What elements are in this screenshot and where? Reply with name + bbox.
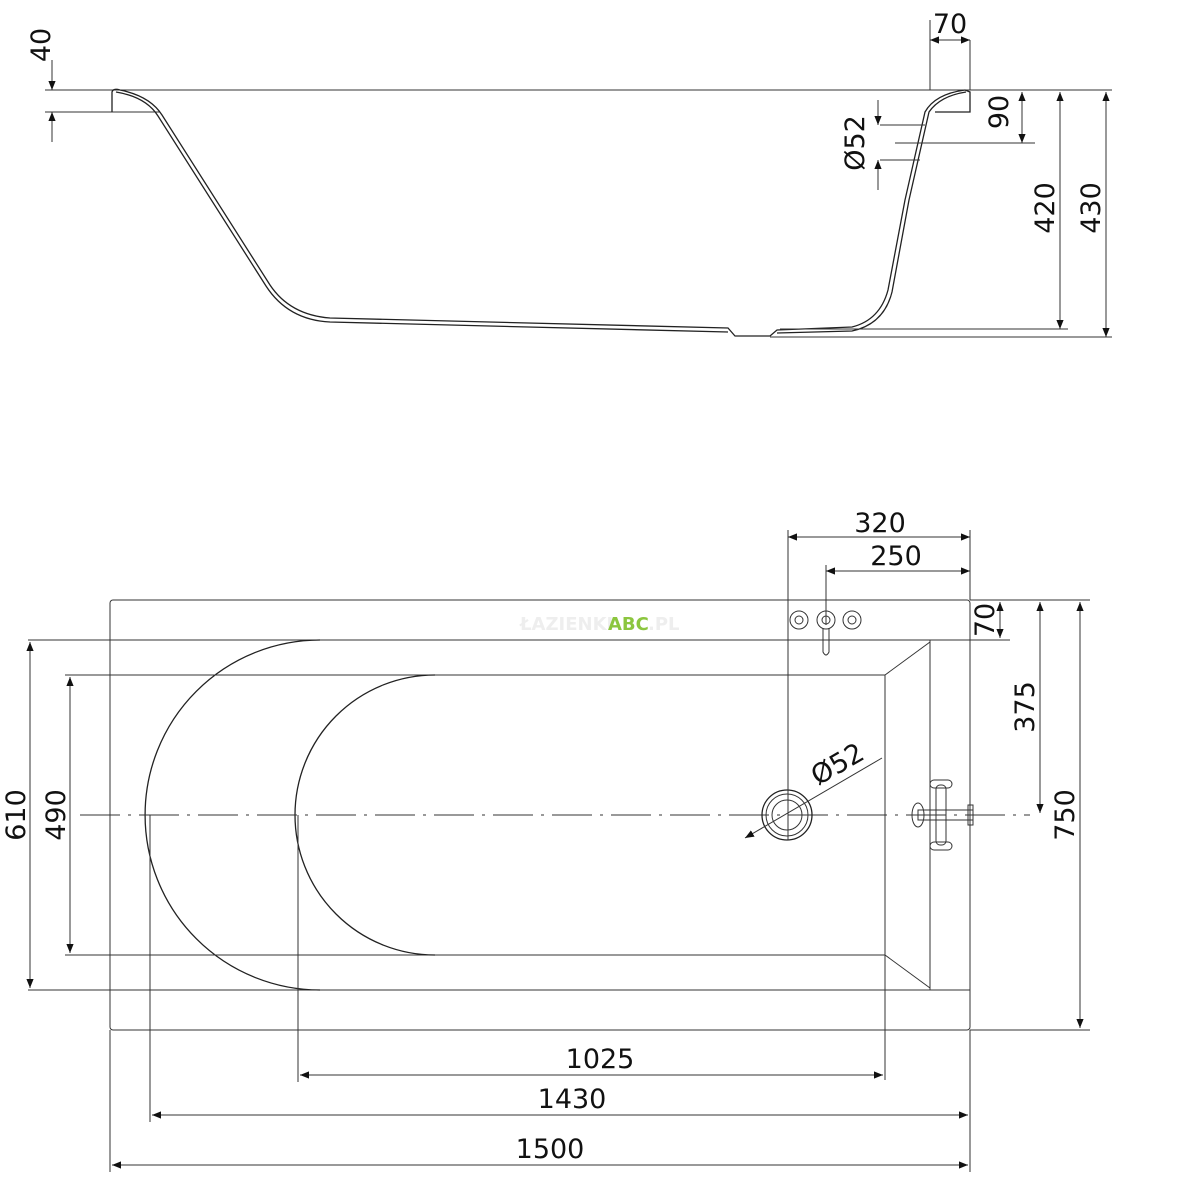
dim-label: 70 [933,9,967,40]
corner-line [884,641,931,676]
dim-label: 420 [1030,182,1061,234]
dim-label: 320 [854,508,906,539]
plan-view: ŁAZIENKI ABC .PL Ø52 [1,508,1090,1172]
dim-label: 1025 [566,1044,635,1075]
side-view: 70 40 Ø52 90 420 430 [26,9,1112,338]
dim-label: 750 [1050,789,1081,841]
watermark-prefix: ŁAZIENKI [519,614,613,635]
dim-label: 610 [1,789,32,841]
dim-label: Ø52 [840,115,871,171]
corner-line [884,954,931,989]
dim-label: 430 [1076,182,1107,234]
tub-profile-inner [115,91,967,334]
drain-icon [761,789,813,841]
watermark-suffix: .PL [648,614,680,635]
watermark: ŁAZIENKI ABC .PL [519,614,680,635]
tub-outline [109,599,971,1031]
dim-label: 1500 [516,1134,585,1165]
tap-icon [911,779,974,851]
watermark-brand: ABC [608,614,649,635]
dim-label: 40 [26,28,57,62]
dim-label: 1430 [538,1084,607,1115]
overflow-fittings [789,610,862,656]
dim-label: 375 [1010,681,1041,733]
dim-label: 90 [984,95,1015,129]
tub-profile-outer [111,88,971,337]
dim-label: 70 [970,603,1001,637]
dim-drain-diameter [744,757,883,839]
dim-label: 250 [870,541,922,572]
dim-label: 490 [41,789,72,841]
